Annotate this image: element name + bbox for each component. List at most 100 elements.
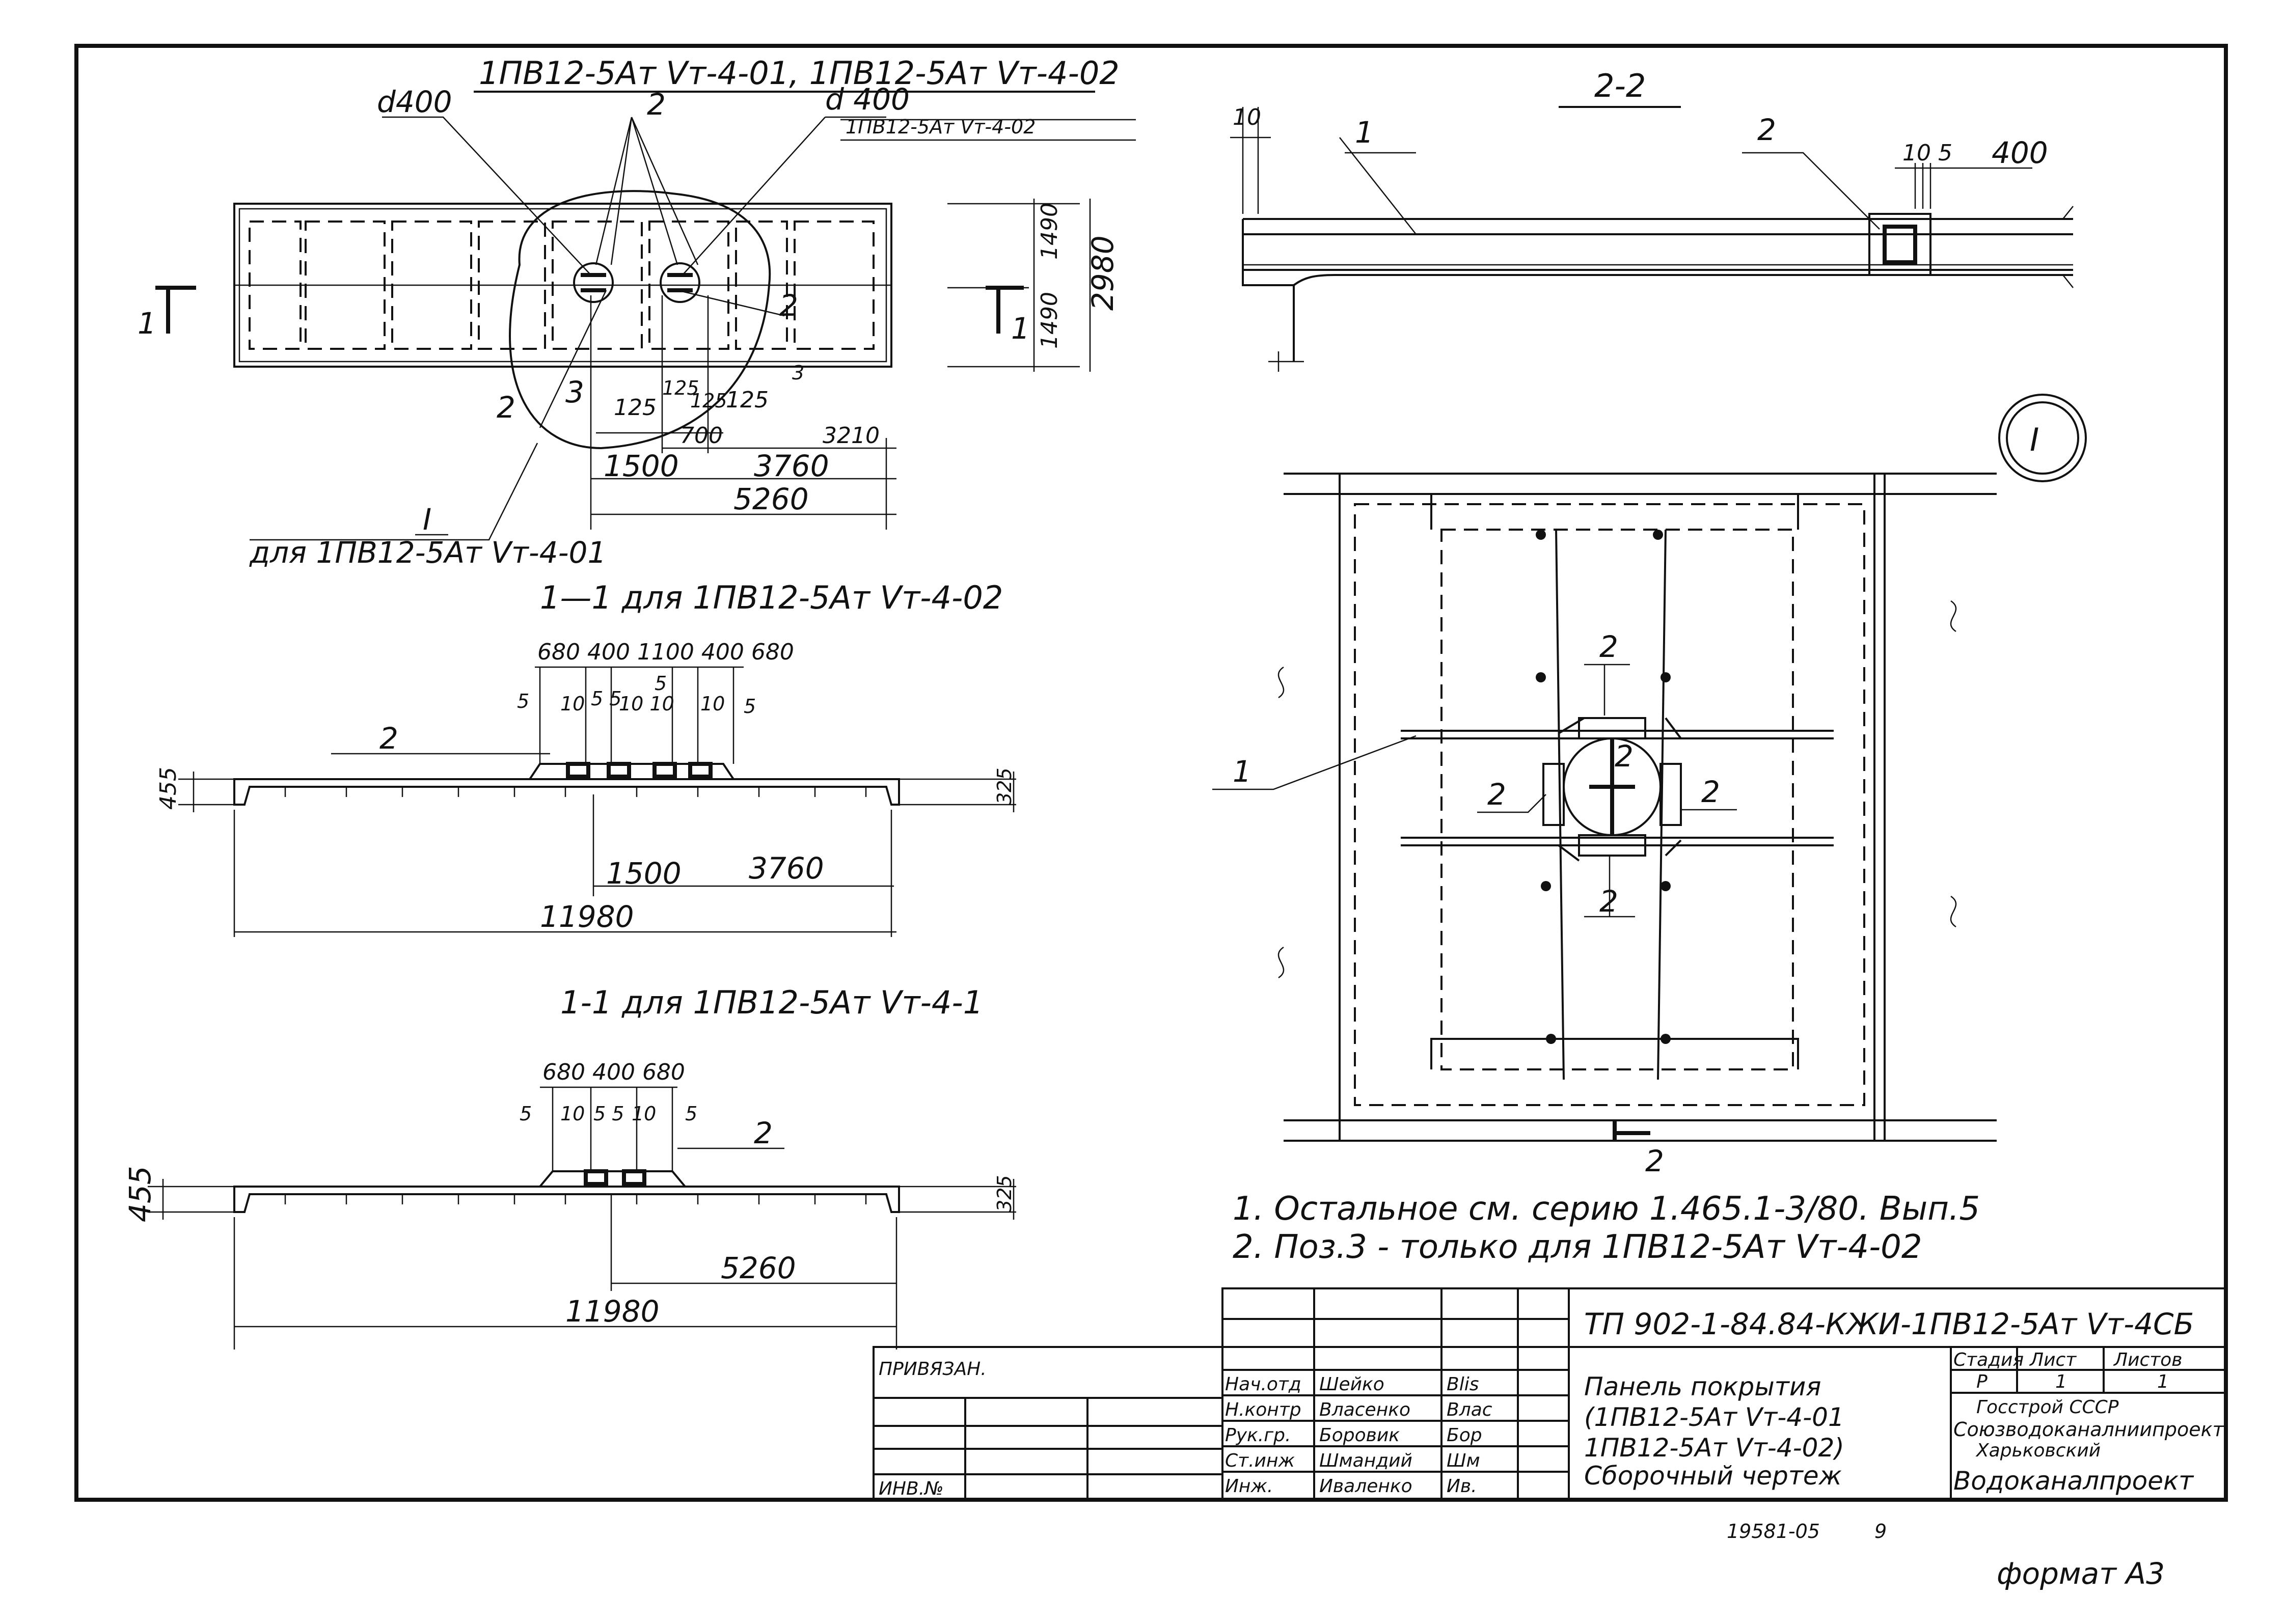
plan-dim-125c: 125 <box>690 390 727 412</box>
tb-v-stage: Р <box>1976 1371 1988 1392</box>
tb-sig-3: Бор <box>1447 1425 1482 1446</box>
plan-pos3-left: 3 <box>565 375 584 409</box>
tb-name-line1: Панель покрытия <box>1584 1372 1821 1401</box>
tb-code: ТП 902-1-84.84-КЖИ-1ПВ12-5Ат Vт-4СБ <box>1584 1307 2194 1341</box>
detail-pos1: 1 <box>1233 754 1251 789</box>
tb-privyazan: ПРИВЯЗАН. <box>879 1359 987 1380</box>
tb-role-2: Н.контр <box>1225 1399 1301 1420</box>
detail-pos2-left: 2 <box>1487 777 1506 812</box>
tb-name-line3: 1ПВ12-5Ат Vт-4-02) <box>1584 1433 1844 1463</box>
tb-org-2: Союзводоканалниипроект <box>1953 1418 2225 1441</box>
sec11a-pos2: 2 <box>379 721 398 756</box>
footer-page: 9 <box>1874 1520 1887 1543</box>
sec22-dim-105: 10 5 <box>1902 140 1952 166</box>
footer-number: 19581-05 <box>1727 1520 1820 1543</box>
plan-dim-1500: 1500 <box>604 449 679 483</box>
tb-role-1: Нач.отд <box>1225 1374 1301 1395</box>
sec11b-d10-left: 10 <box>560 1103 585 1125</box>
detail-I: I 1 2 2 2 2 2 2 <box>1212 394 2087 1178</box>
svg-text:1: 1 <box>1011 311 1030 346</box>
sec11b-d5-left: 5 <box>520 1103 532 1125</box>
plan-dim-125b: 125 <box>662 377 699 399</box>
sec22-title: 2-2 <box>1594 67 1646 104</box>
plan-dim-3210: 3210 <box>823 423 880 449</box>
plan-dim-3760: 3760 <box>754 449 829 483</box>
tb-name-2: Власенко <box>1319 1399 1410 1420</box>
sec11a-h325: 325 <box>993 767 1016 805</box>
sec11a-d5-right: 5 <box>744 695 756 718</box>
section-1-1-b: 1-1 для 1ПВ12-5Ат Vт-4-1 680 400 680 5 1… <box>123 984 1016 1350</box>
plan-section-mark-left: 1 <box>138 286 196 341</box>
plan-dim-2980: 2980 <box>1085 235 1120 311</box>
section-1-1-a: 1—1 для 1ПВ12-5Ат Vт-4-02 680 400 1100 4… <box>155 579 1016 937</box>
plan-pos2-right: 2 <box>779 288 798 323</box>
plan-dim-5260: 5260 <box>733 482 809 516</box>
sec11a-top-dims: 680 400 1100 400 680 <box>537 639 794 665</box>
note-2: 2. Поз.3 - только для 1ПВ12-5Ат Vт-4-02 <box>1233 1228 1922 1266</box>
plan-dim-1490b: 1490 <box>1037 292 1063 349</box>
plan-dim-700: 700 <box>680 423 723 449</box>
tb-v-sheets: 1 <box>2157 1371 2169 1392</box>
tb-sig-1: Blis <box>1447 1374 1479 1395</box>
detail-pos2-bottom: 2 <box>1599 884 1618 919</box>
tb-name-4: Шмандий <box>1319 1450 1412 1471</box>
svg-text:1: 1 <box>138 306 156 341</box>
sec11b-d11980: 11980 <box>565 1294 660 1329</box>
detail-mark: I <box>2030 421 2039 458</box>
sec11a-d11980: 11980 <box>540 899 634 934</box>
plan-dim-125d: 125 <box>726 387 769 413</box>
sec11b-d5260: 5260 <box>721 1251 796 1285</box>
sec11a-d10-left: 10 <box>560 693 585 715</box>
tb-sig-2: Влас <box>1447 1399 1492 1420</box>
tb-name-line2: (1ПВ12-5Ат Vт-4-01 <box>1584 1402 1844 1432</box>
note-1: 1. Остальное см. серию 1.465.1-3/80. Вып… <box>1233 1190 1980 1228</box>
detail-pos2-right: 2 <box>1701 775 1720 809</box>
tb-h-sheets: Листов <box>2113 1350 2182 1370</box>
sec22-dim-400: 400 <box>1992 135 2048 170</box>
sec11b-d5-right: 5 <box>685 1103 697 1125</box>
sec11b-pos2: 2 <box>754 1116 773 1150</box>
plan-dim-1490a: 1490 <box>1037 203 1063 260</box>
plan-d400-right-sub: 1ПВ12-5Ат Vт-4-02 <box>846 116 1036 138</box>
tb-name-3: Боровик <box>1319 1425 1400 1446</box>
tb-role-4: Ст.инж <box>1225 1450 1295 1471</box>
tb-org-1: Госстрой СССР <box>1976 1397 2119 1418</box>
sec22-dim-10: 10 <box>1233 104 1261 130</box>
sec11a-d5-left: 5 <box>517 690 529 712</box>
plan-pos3-right: 3 <box>792 362 804 384</box>
sec22-pos2: 2 <box>1757 113 1776 147</box>
tb-inv: ИНВ.№ <box>879 1478 944 1499</box>
footer-format: формат А3 <box>1997 1556 2165 1591</box>
plan-detail-for: для 1ПВ12-5Ат Vт-4-01 <box>249 535 606 570</box>
sec11b-top-dims: 680 400 680 <box>542 1059 685 1085</box>
plan-detail-mark: I <box>423 502 431 537</box>
plan-dim-125a: 125 <box>614 395 657 421</box>
tb-v-sheet: 1 <box>2055 1371 2067 1392</box>
tb-name-5: Иваленко <box>1319 1476 1412 1497</box>
tb-sig-5: Ив. <box>1447 1476 1477 1497</box>
sec11a-d3760: 3760 <box>749 851 824 886</box>
sec11b-d55: 5 5 <box>593 1103 624 1125</box>
plan-title: 1ПВ12-5Ат Vт-4-01, 1ПВ12-5Ат Vт-4-02 <box>479 54 1120 92</box>
sec11b-title: 1-1 для 1ПВ12-5Ат Vт-4-1 <box>560 984 983 1021</box>
tb-org-3: Харьковский <box>1975 1440 2101 1461</box>
sec11a-d55: 5 5 <box>591 687 621 710</box>
section-2-2: 2-2 10 1 2 10 5 400 <box>1230 67 2074 372</box>
tb-name-1: Шейко <box>1319 1374 1384 1395</box>
sec11b-h325: 325 <box>993 1175 1016 1212</box>
tb-h-sheet: Лист <box>2029 1350 2077 1370</box>
plan-section-mark-right: 1 <box>986 286 1030 346</box>
plan-d400-left: d400 <box>377 85 452 119</box>
sec11a-d10-right: 10 <box>700 693 725 715</box>
tb-h-stage: Стадия <box>1953 1350 2024 1370</box>
plan-pos2-top: 2 <box>647 87 666 122</box>
detail-pos2-top: 2 <box>1599 629 1618 664</box>
sec11a-title: 1—1 для 1ПВ12-5Ат Vт-4-02 <box>540 579 1003 616</box>
sec11a-d1500: 1500 <box>606 856 682 891</box>
notes: 1. Остальное см. серию 1.465.1-3/80. Вып… <box>1233 1190 1980 1266</box>
sec11a-d5-mid: 5 <box>655 672 667 695</box>
sec11a-h455: 455 <box>155 767 181 810</box>
sec22-pos1: 1 <box>1355 115 1374 150</box>
detail-pos2-center: 2 <box>1615 739 1634 774</box>
